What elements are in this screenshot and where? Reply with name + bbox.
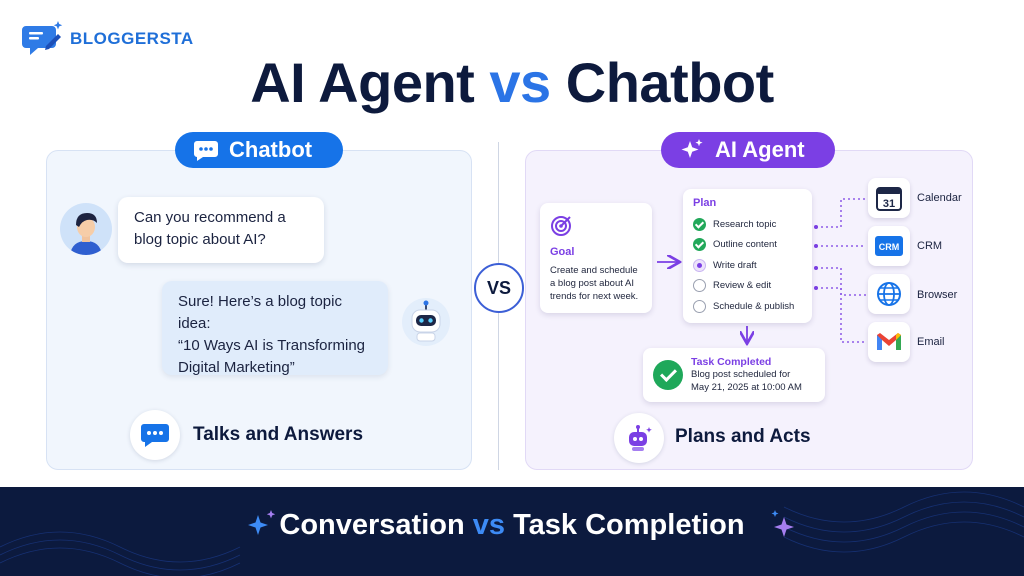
goal-card: Goal Create and schedule a blog post abo…: [540, 203, 652, 313]
bot-reply-bubble: Sure! Here’s a blog topic idea: “10 Ways…: [162, 281, 388, 376]
agent-label-pill: AI Agent: [661, 132, 835, 168]
browser-tool: [868, 274, 910, 314]
chatbot-label: Chatbot: [229, 137, 313, 162]
plan-step: Schedule & publish: [693, 296, 802, 317]
tool-label-crm: CRM: [917, 240, 943, 252]
footer-vs: vs: [472, 509, 506, 541]
footer-tagline: Conversation vs Task Completion: [0, 509, 1024, 542]
goal-title: Goal: [550, 246, 575, 258]
footer-banner: Conversation vs Task Completion: [0, 487, 1024, 576]
calendar-icon: 31: [876, 187, 902, 211]
acts-icon-badge: [614, 413, 664, 463]
bot-reply-line-1: Sure! Here’s a blog topic idea:: [178, 293, 342, 332]
check-circle-icon: [693, 217, 706, 231]
title-vs: vs: [489, 51, 551, 114]
sparkle-icon: [248, 510, 276, 535]
task-completed-line-2: May 21, 2025 at 10:00 AM: [691, 382, 802, 393]
agent-caption: Plans and Acts: [675, 426, 811, 447]
agent-robot-icon: [629, 425, 652, 451]
chat-bubble-icon: [141, 424, 169, 447]
wave-pattern-decoration: [0, 491, 1024, 576]
plan-step: Write draft: [693, 255, 802, 276]
gmail-icon: [877, 333, 901, 350]
footer-part-1: Conversation: [279, 509, 465, 541]
user-message-bubble: Can you recommend a blog topic about AI?: [118, 197, 324, 263]
globe-icon: [877, 282, 901, 306]
tool-label-browser: Browser: [917, 289, 958, 301]
task-completed-line-1: Blog post scheduled for: [691, 369, 791, 380]
plan-title: Plan: [693, 197, 717, 209]
in-progress-dot-icon: [693, 258, 706, 272]
empty-circle-icon: [693, 299, 706, 313]
plan-step-label: Research topic: [713, 218, 777, 230]
tool-label-email: Email: [917, 336, 945, 348]
footer-part-2: Task Completion: [513, 509, 745, 541]
talks-icon-badge: [130, 410, 180, 460]
robot-icon: [411, 300, 441, 342]
tool-label-calendar: Calendar: [917, 192, 962, 204]
calendar-tool: 31: [868, 178, 910, 218]
plan-step-label: Review & edit: [713, 280, 772, 292]
plan-step: Research topic: [693, 214, 802, 235]
user-avatar: [60, 203, 112, 255]
task-completed-card: Task Completed Blog post scheduled for M…: [643, 348, 825, 402]
chat-bubble-pen-icon: [22, 21, 63, 55]
task-completed-title: Task Completed: [691, 356, 772, 368]
person-icon: [70, 213, 102, 255]
crm-tool: CRM: [868, 226, 910, 266]
brand-logo: BLOGGERSTA: [20, 18, 194, 60]
email-tool: [868, 322, 910, 362]
chat-bubble-icon: [194, 141, 218, 161]
user-message-text: Can you recommend a blog topic about AI?: [134, 209, 286, 248]
page-title: AI Agent vs Chatbot: [0, 50, 1024, 115]
check-circle-icon: [653, 360, 683, 390]
title-part-1: AI Agent: [250, 51, 475, 114]
bot-avatar: [402, 298, 450, 346]
plan-step-label: Schedule & publish: [713, 300, 795, 312]
agent-label: AI Agent: [715, 137, 805, 162]
plan-step-label: Outline content: [713, 239, 777, 251]
plan-step: Outline content: [693, 235, 802, 256]
crm-icon: CRM: [875, 236, 903, 256]
empty-circle-icon: [693, 279, 706, 293]
target-icon: [551, 216, 571, 236]
crm-badge: CRM: [879, 242, 900, 252]
calendar-badge: 31: [883, 198, 895, 210]
title-part-2: Chatbot: [565, 51, 775, 114]
brand-name: BLOGGERSTA: [70, 29, 194, 48]
plan-card: Plan Research topic Outline content Writ…: [683, 189, 812, 323]
sparkle-icon: [771, 510, 794, 537]
sparkle-icon: [681, 139, 703, 158]
bot-reply-line-2: “10 Ways AI is Transforming Digital Mark…: [178, 337, 366, 376]
vs-badge: VS: [474, 263, 524, 313]
chatbot-caption: Talks and Answers: [193, 424, 364, 445]
chatbot-label-pill: Chatbot: [175, 132, 343, 168]
check-circle-icon: [693, 238, 706, 252]
goal-description: Create and schedule a blog post about AI…: [550, 265, 639, 302]
plan-step-label: Write draft: [713, 259, 757, 271]
plan-step: Review & edit: [693, 276, 802, 297]
